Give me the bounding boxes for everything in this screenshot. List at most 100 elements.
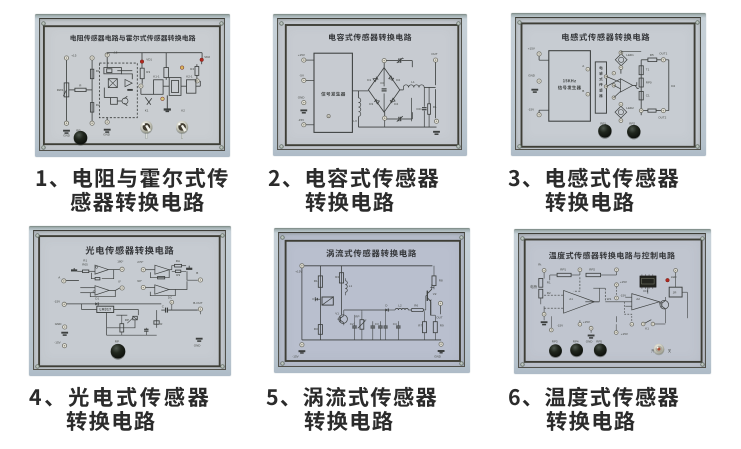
svg-text:R3: R3	[146, 71, 150, 75]
svg-text:R3: R3	[314, 328, 318, 332]
svg-text:R5: R5	[650, 54, 654, 58]
svg-text:LED2: LED2	[626, 107, 634, 111]
svg-text:RW1: RW1	[57, 89, 64, 93]
svg-text:-15V: -15V	[298, 118, 304, 122]
svg-text:GND: GND	[63, 134, 70, 138]
svg-text:LED1: LED1	[626, 54, 634, 58]
svg-text:RP5: RP5	[596, 340, 602, 344]
svg-text:GND: GND	[586, 340, 593, 344]
svg-text:-5V: -5V	[299, 74, 304, 78]
svg-text:+15V: +15V	[298, 54, 305, 58]
svg-text:L2: L2	[398, 304, 402, 308]
svg-text:K1: K1	[145, 109, 149, 113]
svg-text:R4: R4	[190, 68, 194, 72]
svg-text:D3: D3	[369, 103, 373, 107]
svg-text:RP0: RP0	[646, 81, 652, 85]
svg-text:K2-1: K2-1	[186, 75, 193, 79]
svg-text:VD2: VD2	[204, 56, 210, 60]
svg-text:+15V: +15V	[528, 47, 535, 51]
svg-text:180°: 180°	[117, 260, 124, 264]
svg-text:RA: RA	[176, 260, 180, 264]
svg-text:+15V: +15V	[621, 332, 628, 336]
svg-text:RP: RP	[125, 319, 129, 323]
svg-text:OUT1: OUT1	[659, 52, 667, 56]
svg-text:+15V: +15V	[620, 281, 627, 285]
svg-text:R7: R7	[418, 324, 422, 328]
svg-text:-15V: -15V	[557, 324, 563, 328]
svg-text:IC1: IC1	[643, 290, 648, 294]
svg-text:GND: GND	[434, 355, 441, 359]
svg-text:OUT2: OUT2	[658, 116, 666, 120]
svg-text:VD1: VD1	[146, 58, 152, 62]
svg-text:LED: LED	[671, 276, 678, 280]
svg-text:C1: C1	[646, 94, 650, 98]
svg-text:V1: V1	[335, 312, 339, 316]
svg-text:RP4: RP4	[573, 340, 579, 344]
svg-text:0°: 0°	[118, 280, 122, 284]
svg-text:C3: C3	[375, 323, 379, 327]
svg-text:T1: T1	[646, 68, 650, 72]
svg-text:K1-1: K1-1	[153, 75, 160, 79]
svg-text:RP1: RP1	[560, 268, 566, 272]
svg-text:OUT: OUT	[431, 53, 437, 57]
svg-text:K2: K2	[181, 109, 185, 113]
svg-text:R2: R2	[96, 104, 100, 108]
svg-text:D1: D1	[367, 79, 371, 83]
svg-text:RP: RP	[76, 129, 80, 133]
svg-text:DC: DC	[168, 296, 173, 300]
svg-text:RP2: RP2	[629, 122, 635, 126]
svg-text:R1: R1	[96, 70, 100, 74]
svg-text:B: B	[196, 272, 198, 276]
svg-text:C2: C2	[350, 323, 354, 327]
svg-text:GND: GND	[298, 96, 305, 100]
svg-text:D: D	[385, 304, 388, 308]
svg-text:D4: D4	[394, 103, 398, 107]
svg-text:GND: GND	[528, 74, 535, 78]
svg-text:L1: L1	[411, 81, 415, 85]
svg-text:LX: LX	[353, 120, 357, 124]
svg-text:R2: R2	[547, 292, 551, 296]
svg-text:R2: R2	[335, 276, 339, 280]
svg-text:C: C	[162, 305, 165, 309]
svg-text:R9: R9	[176, 274, 180, 278]
svg-text:RP: RP	[355, 315, 359, 319]
svg-text:K1: K1	[645, 327, 649, 331]
svg-text:-15V: -15V	[528, 108, 534, 112]
svg-text:B-OUT: B-OUT	[193, 302, 202, 306]
svg-text:+15V: +15V	[583, 321, 590, 325]
svg-text:270°: 270°	[137, 261, 144, 265]
svg-text:GND: GND	[103, 133, 110, 137]
svg-text:A1: A1	[569, 298, 573, 302]
svg-text:R6: R6	[414, 304, 418, 308]
svg-text:开: 开	[651, 349, 655, 353]
svg-text:+15: +15	[112, 51, 117, 55]
svg-text:C0: C0	[380, 82, 384, 86]
svg-text:C4: C4	[393, 323, 397, 327]
svg-text:C1: C1	[312, 298, 316, 302]
svg-text:R9: R9	[440, 324, 444, 328]
svg-text:RP3: RP3	[552, 340, 558, 344]
svg-text:-15V: -15V	[292, 355, 298, 359]
svg-text:GND: GND	[55, 323, 62, 327]
svg-text:RP1: RP1	[600, 122, 606, 126]
svg-text:R1: R1	[547, 281, 551, 285]
svg-text:GND: GND	[194, 344, 201, 348]
svg-text:B: B	[582, 90, 584, 94]
svg-text:-15V: -15V	[54, 300, 60, 304]
svg-text:D2: D2	[396, 79, 400, 83]
svg-text:R8: R8	[439, 279, 443, 283]
svg-text:D1: D1	[95, 297, 99, 301]
svg-text:OUT: OUT	[436, 316, 442, 320]
svg-text:JR: JR	[673, 291, 677, 295]
svg-text:R: R	[79, 84, 82, 88]
svg-text:C01: C01	[416, 108, 422, 112]
svg-text:R1: R1	[314, 280, 318, 284]
svg-text:-15V: -15V	[620, 294, 626, 298]
svg-text:-15V: -15V	[54, 341, 60, 345]
svg-text:R1: R1	[83, 259, 87, 263]
svg-text:D2: D2	[671, 85, 675, 89]
svg-text:关: 关	[668, 348, 672, 353]
svg-text:+15: +15	[71, 54, 76, 58]
svg-text:90°: 90°	[137, 280, 142, 284]
svg-text:RL: RL	[433, 106, 437, 110]
